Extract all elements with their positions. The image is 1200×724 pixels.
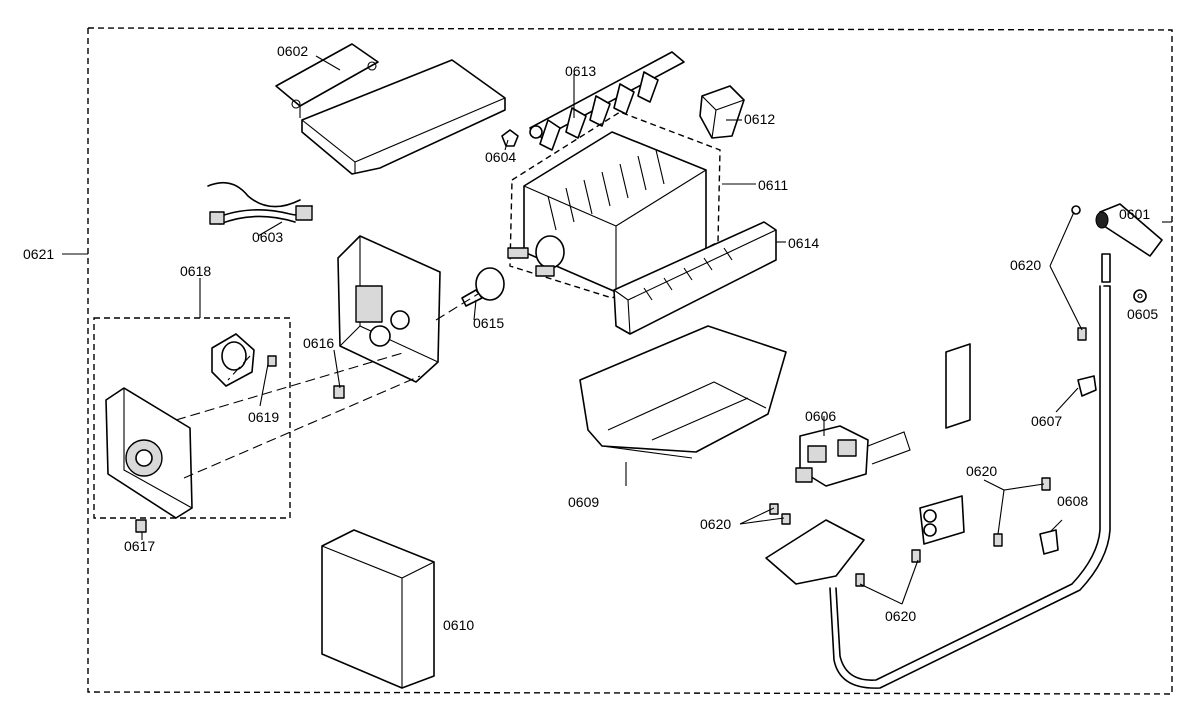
part-0601-fitting bbox=[1095, 203, 1163, 283]
label-0616: 0616 bbox=[303, 335, 334, 351]
label-0617: 0617 bbox=[124, 538, 155, 554]
part-0602-cover bbox=[275, 43, 506, 175]
label-0605: 0605 bbox=[1127, 306, 1158, 322]
part-labels: 0601 0602 0603 0604 0605 0606 0607 0608 … bbox=[23, 43, 1158, 633]
part-0608-clamp bbox=[1039, 529, 1059, 555]
label-0611: 0611 bbox=[758, 177, 788, 193]
part-0606-valve bbox=[795, 425, 911, 487]
part-0607-clamp bbox=[1077, 375, 1097, 397]
part-0603-harness bbox=[207, 181, 313, 225]
label-0610: 0610 bbox=[443, 617, 474, 633]
part-0612-bucket bbox=[699, 85, 745, 139]
screws bbox=[135, 205, 1087, 587]
label-0606: 0606 bbox=[805, 408, 836, 424]
part-bracket-lower bbox=[765, 519, 865, 585]
part-0604-clip bbox=[501, 129, 519, 147]
label-0620-d: 0620 bbox=[885, 608, 916, 624]
label-0620-c: 0620 bbox=[700, 516, 731, 532]
leader-lines bbox=[62, 55, 1172, 605]
part-0618-group bbox=[93, 317, 291, 519]
label-0612: 0612 bbox=[744, 111, 775, 127]
label-0607: 0607 bbox=[1031, 413, 1062, 429]
control-housing bbox=[337, 235, 441, 383]
label-0608: 0608 bbox=[1057, 493, 1088, 509]
label-0615: 0615 bbox=[473, 315, 504, 331]
label-0620-b: 0620 bbox=[966, 463, 997, 479]
part-0605-grommet bbox=[1133, 289, 1147, 303]
label-0602: 0602 bbox=[277, 43, 308, 59]
label-0614: 0614 bbox=[788, 235, 819, 251]
part-0610-box bbox=[321, 529, 435, 689]
label-0604: 0604 bbox=[485, 149, 516, 165]
part-bracket-upright bbox=[945, 343, 971, 429]
label-0621: 0621 bbox=[23, 246, 54, 262]
label-0603: 0603 bbox=[252, 229, 283, 245]
part-clamp bbox=[919, 495, 965, 545]
label-0609: 0609 bbox=[568, 494, 599, 510]
part-0614-strip bbox=[613, 221, 777, 335]
part-0609-bracket bbox=[579, 325, 787, 459]
assembly-boundary-0621 bbox=[87, 27, 1173, 695]
label-0620-a: 0620 bbox=[1010, 257, 1041, 273]
water-tube bbox=[829, 285, 1111, 689]
assembly-guide-lines bbox=[175, 293, 479, 479]
label-0613: 0613 bbox=[565, 63, 596, 79]
label-0618: 0618 bbox=[180, 263, 211, 279]
part-0611-mold bbox=[507, 111, 721, 299]
label-0619: 0619 bbox=[248, 409, 279, 425]
label-0601: 0601 bbox=[1119, 206, 1150, 222]
